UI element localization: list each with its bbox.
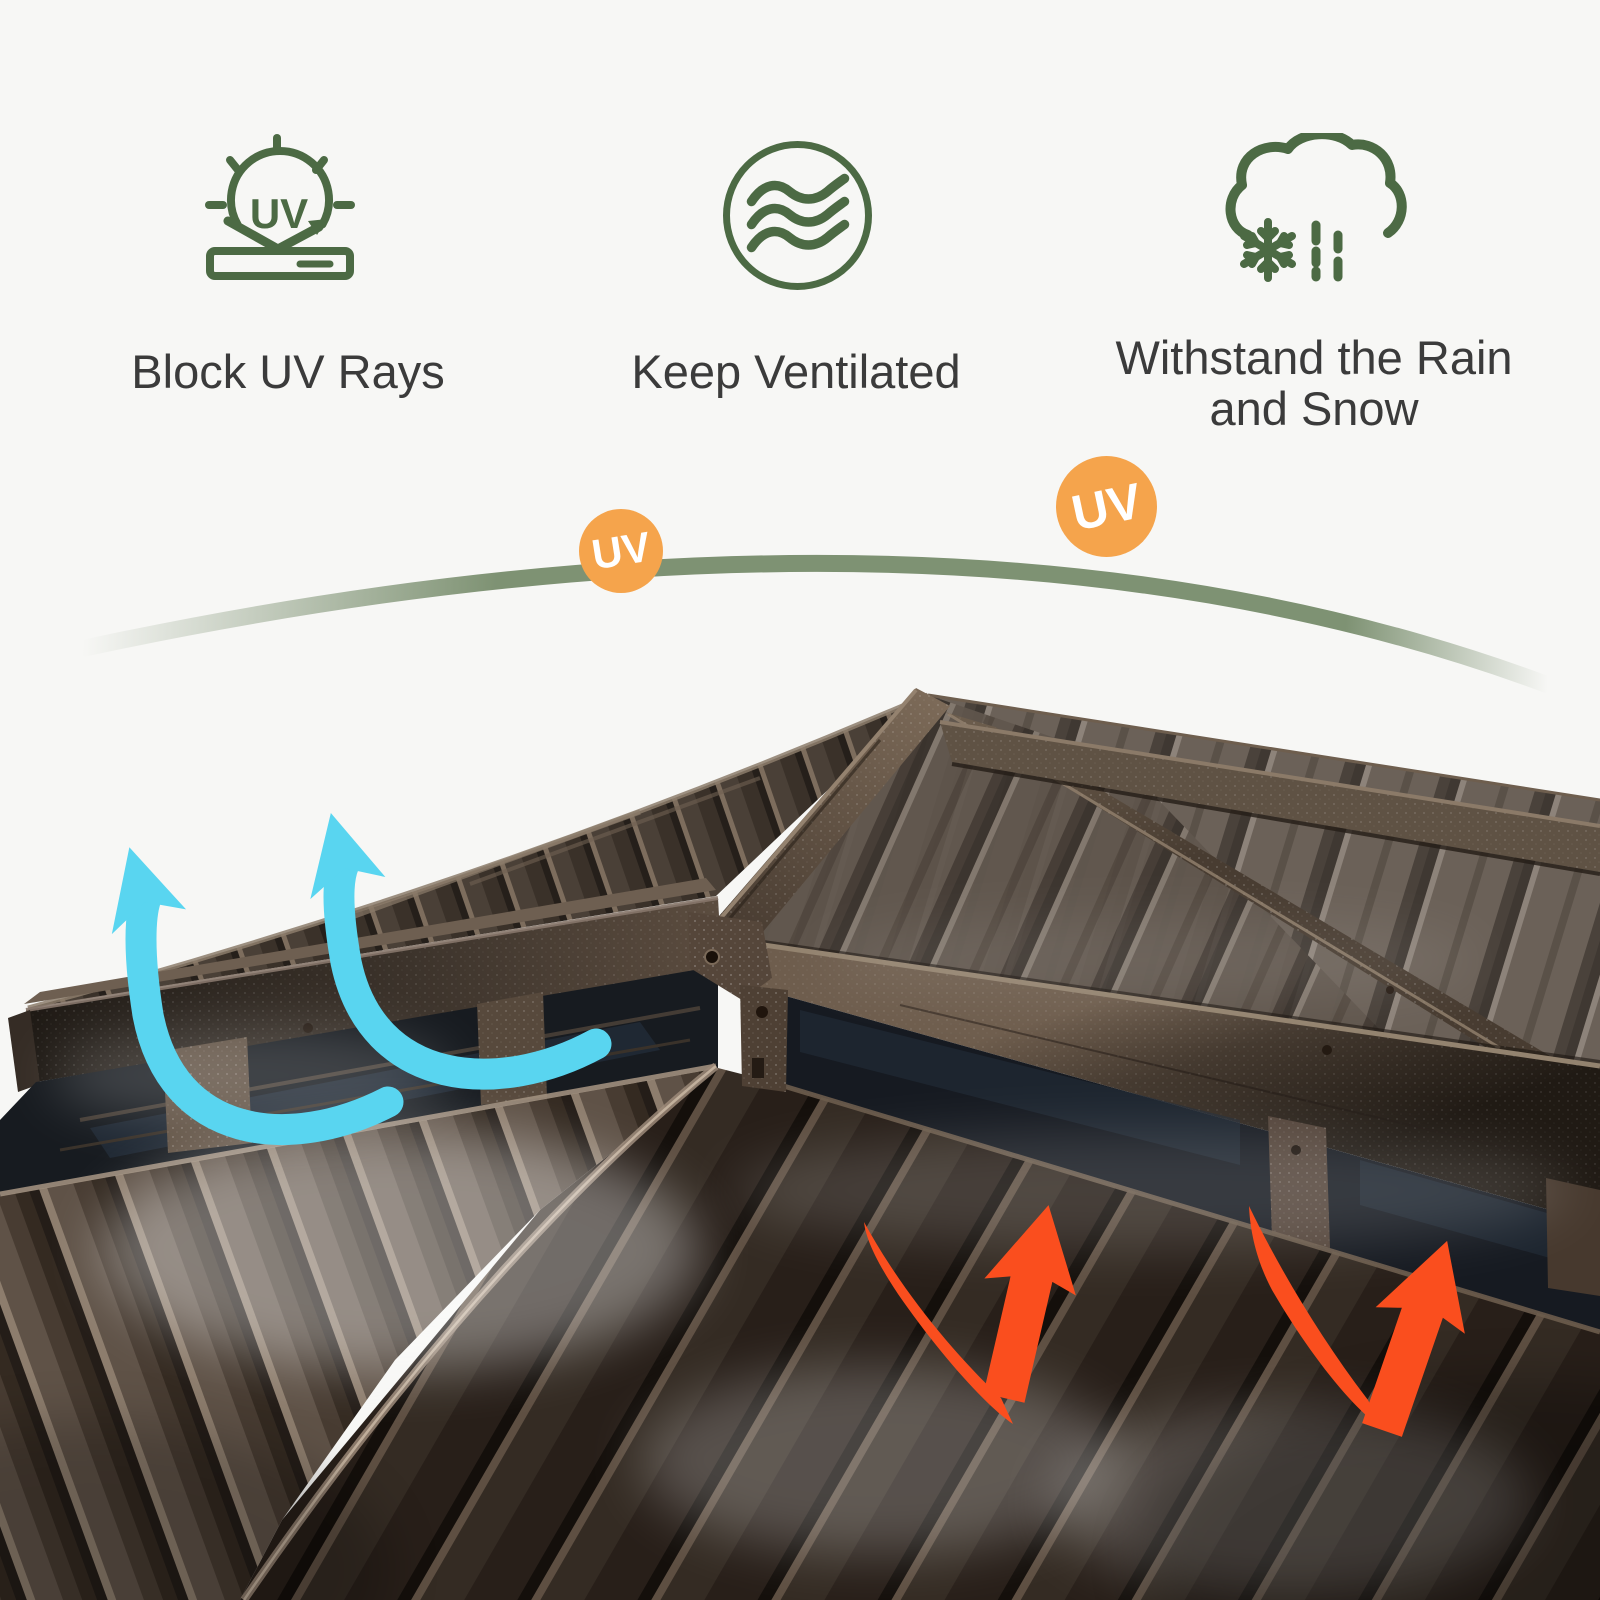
feature-label-weather-line1: Withstand the Rain xyxy=(1115,331,1513,384)
corner-cap-plate xyxy=(688,912,772,1000)
light-haze xyxy=(0,915,1600,1600)
rain-dashes xyxy=(1311,220,1343,282)
hip-ridge-cap xyxy=(700,688,950,962)
ventilation-arrows xyxy=(111,812,612,1145)
uv-badge: UV xyxy=(1056,456,1157,557)
uv-sun-icon: UV xyxy=(205,134,355,280)
cloud-snowflake-rain-icon xyxy=(1225,133,1407,282)
orange-up-arrow-icon xyxy=(1249,1206,1465,1437)
feature-label-weather: Withstand the Rain and Snow xyxy=(1115,332,1512,434)
feature-label-ventilated: Keep Ventilated xyxy=(631,345,961,398)
feature-label-block-uv: Block UV Rays xyxy=(131,345,445,398)
orange-up-arrow-icon xyxy=(864,1205,1076,1424)
uv-icon-text: UV xyxy=(250,190,308,237)
curved-cyan-arrow-icon xyxy=(111,847,404,1145)
feature-label-weather-line2: and Snow xyxy=(1209,382,1419,435)
uv-badge-text: UV xyxy=(1066,471,1147,542)
uv-arc xyxy=(76,554,1557,694)
curved-cyan-arrow-icon xyxy=(310,812,612,1090)
snowflake-glyph xyxy=(1240,218,1296,282)
uv-badge: UV xyxy=(579,509,663,593)
upper-roof-left-face xyxy=(28,695,928,1008)
far-edge-cap xyxy=(939,720,1600,876)
uv-badge-text: UV xyxy=(588,522,654,579)
vent-strut xyxy=(1546,1178,1600,1296)
air-waves-icon xyxy=(723,141,872,290)
heat-arrows xyxy=(864,1205,1465,1437)
corner-post xyxy=(740,985,788,1092)
